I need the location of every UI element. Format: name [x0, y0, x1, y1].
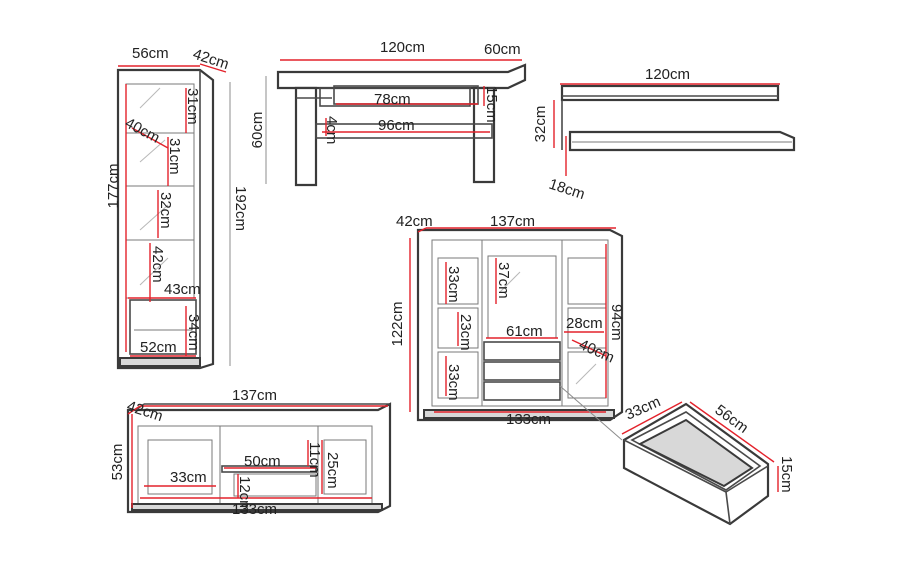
chest-height-label: 122cm	[389, 301, 406, 346]
tv-stand-center-width-label: 50cm	[244, 453, 281, 470]
vitrine: 56cm 42cm 31cm 31cm 32cm 42cm 177cm 192c…	[105, 45, 249, 370]
chest-left-bottom-label: 33cm	[445, 364, 462, 401]
tv-stand-right-height-label: 25cm	[324, 452, 341, 489]
tv-stand-center-bottom-label: 12cm	[236, 476, 253, 513]
tv-stand: 42cm 137cm 53cm 33cm 50cm 11cm 25cm 12cm…	[109, 387, 392, 518]
table-depth-label: 60cm	[484, 41, 521, 58]
wall-shelf-height-label: 32cm	[532, 106, 549, 143]
vitrine-shelf-4-label: 42cm	[149, 246, 166, 283]
tv-stand-width-label: 137cm	[232, 387, 277, 404]
vitrine-shelf-2-label: 31cm	[166, 138, 183, 175]
wall-shelf: 120cm 32cm 18cm	[532, 66, 796, 204]
table-drawer-height-label: 15cm	[483, 86, 500, 123]
chest-depth-label: 42cm	[396, 213, 433, 230]
chest-width-label: 137cm	[490, 213, 535, 230]
vitrine-bottom-width-label: 52cm	[140, 339, 177, 356]
chest-center-top-label: 37cm	[495, 262, 512, 299]
chest-right-width-label: 28cm	[566, 315, 603, 332]
vitrine-width-label: 56cm	[132, 45, 169, 62]
vitrine-total-height-label: 192cm	[232, 186, 249, 231]
chest-center-width-label: 61cm	[506, 323, 543, 340]
vitrine-compartment-width-label: 43cm	[164, 281, 201, 298]
wall-shelf-width-label: 120cm	[645, 66, 690, 83]
chest-inner-width-label: 133cm	[506, 411, 551, 428]
chest-left-mid-label: 23cm	[457, 314, 474, 351]
drawer: 33cm 56cm 15cm	[621, 393, 795, 526]
tv-stand-left-width-label: 33cm	[170, 469, 207, 486]
vitrine-bottom-height-label: 34cm	[185, 314, 202, 351]
chest: 42cm 137cm 122cm 33cm 23cm 33cm 37cm 61c…	[389, 213, 625, 441]
table-height-label: 60cm	[249, 112, 266, 149]
drawer-depth-label: 33cm	[623, 393, 663, 423]
table-drawer-width-label: 78cm	[374, 91, 411, 108]
tv-stand-inner-width-label: 133cm	[232, 501, 277, 518]
vitrine-shelf-3-label: 32cm	[157, 192, 174, 229]
tv-stand-center-top-label: 11cm	[306, 442, 323, 478]
vitrine-shelf-1-label: 31cm	[184, 88, 201, 125]
wall-shelf-depth-label: 18cm	[547, 176, 587, 204]
table-width-label: 120cm	[380, 39, 425, 56]
tv-stand-height-label: 53cm	[109, 444, 126, 481]
vitrine-inner-height-label: 177cm	[105, 163, 122, 208]
table-shelf-width-label: 96cm	[378, 117, 415, 134]
coffee-table: 120cm 60cm 78cm 15cm 4cm 96cm 60cm	[249, 39, 527, 187]
chest-left-top-label: 33cm	[445, 266, 462, 303]
drawer-height-label: 15cm	[778, 456, 795, 493]
table-shelf-gap-label: 4cm	[323, 116, 340, 144]
chest-right-height-label: 94cm	[608, 304, 625, 341]
